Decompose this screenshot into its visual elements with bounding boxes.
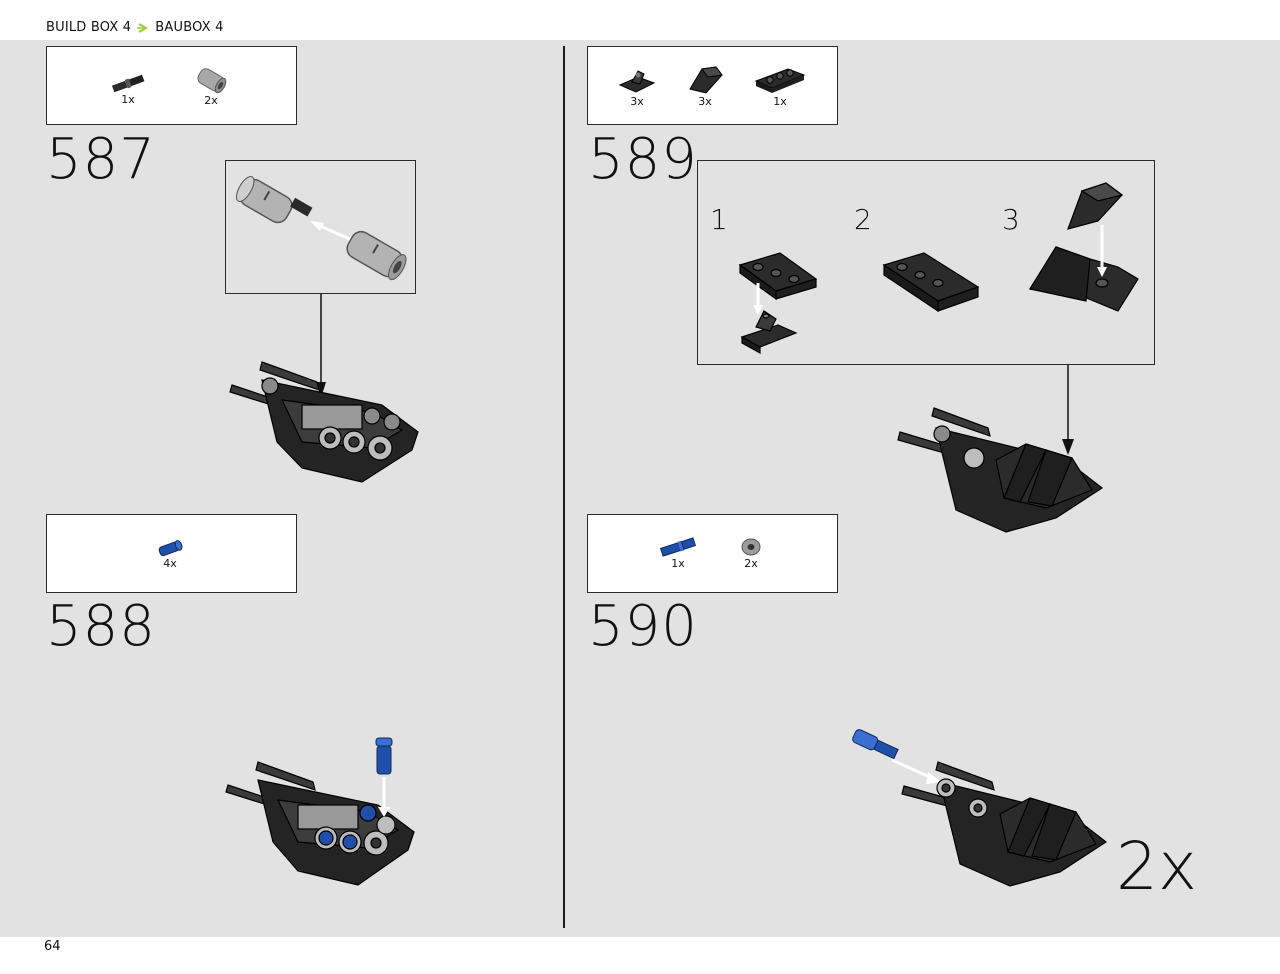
parts-list-590: 1x 2x bbox=[587, 514, 838, 593]
part-item: 2x bbox=[738, 535, 764, 570]
build-multiplier: 2x bbox=[1116, 828, 1198, 905]
part-qty: 2x bbox=[744, 557, 758, 570]
black-plate-1x3-icon bbox=[754, 68, 806, 93]
parts-list-589: 3x 3x 1x bbox=[587, 46, 838, 125]
blue-pin-icon bbox=[158, 540, 183, 557]
chevron-right-icon bbox=[137, 22, 149, 33]
black-axle-pin-icon bbox=[111, 74, 145, 93]
part-qty: 1x bbox=[671, 557, 685, 570]
part-item: 2x bbox=[191, 64, 231, 107]
step-number-588: 588 bbox=[46, 594, 156, 659]
part-item: 1x bbox=[109, 71, 147, 106]
part-item: 3x bbox=[684, 61, 726, 108]
sub-assembly-illustration-589 bbox=[738, 182, 1139, 355]
parts-list-587: 1x 2x bbox=[46, 46, 297, 125]
part-qty: 3x bbox=[630, 95, 644, 108]
column-divider bbox=[563, 46, 565, 928]
blue-axle-pin-icon bbox=[659, 537, 697, 557]
pin-connector-assembly-illustration bbox=[235, 176, 407, 281]
model-assembly-587 bbox=[229, 361, 419, 483]
sub-assembly-callout-587 bbox=[225, 160, 416, 294]
model-assembly-588 bbox=[225, 737, 415, 886]
grey-pin-connector-icon bbox=[197, 68, 227, 94]
parts-list-588: 4x bbox=[46, 514, 297, 593]
part-qty: 3x bbox=[698, 95, 712, 108]
part-qty: 2x bbox=[204, 94, 218, 107]
step-number-589: 589 bbox=[588, 127, 698, 192]
grey-bush-icon bbox=[741, 538, 761, 556]
placement-arrow bbox=[1062, 365, 1074, 455]
substep-number: 2 bbox=[854, 203, 872, 236]
page-number: 64 bbox=[44, 939, 61, 954]
step-number-590: 590 bbox=[588, 594, 698, 659]
build-box-label: BUILD BOX 4 bbox=[46, 20, 132, 35]
part-qty: 4x bbox=[163, 557, 177, 570]
black-slope-icon bbox=[689, 66, 723, 94]
substep-number: 3 bbox=[1002, 203, 1020, 236]
part-item: 1x bbox=[658, 535, 698, 570]
sub-assembly-callout-589: 1 2 3 bbox=[697, 160, 1155, 365]
part-qty: 1x bbox=[121, 93, 135, 106]
footer-bar bbox=[0, 937, 1280, 974]
header-bar bbox=[0, 0, 1280, 40]
substep-number: 1 bbox=[710, 203, 728, 236]
black-bracket-plate-icon bbox=[618, 70, 656, 93]
breadcrumb: BUILD BOX 4 BAUBOX 4 bbox=[46, 20, 224, 35]
step-number-587: 587 bbox=[46, 127, 156, 192]
baubox-label: BAUBOX 4 bbox=[155, 20, 224, 35]
part-qty: 1x bbox=[773, 95, 787, 108]
part-item: 3x bbox=[616, 65, 658, 108]
part-item: 1x bbox=[752, 63, 808, 108]
model-assembly-589 bbox=[897, 407, 1104, 533]
model-assembly-590 bbox=[852, 729, 1108, 887]
part-item: 4x bbox=[156, 537, 184, 570]
